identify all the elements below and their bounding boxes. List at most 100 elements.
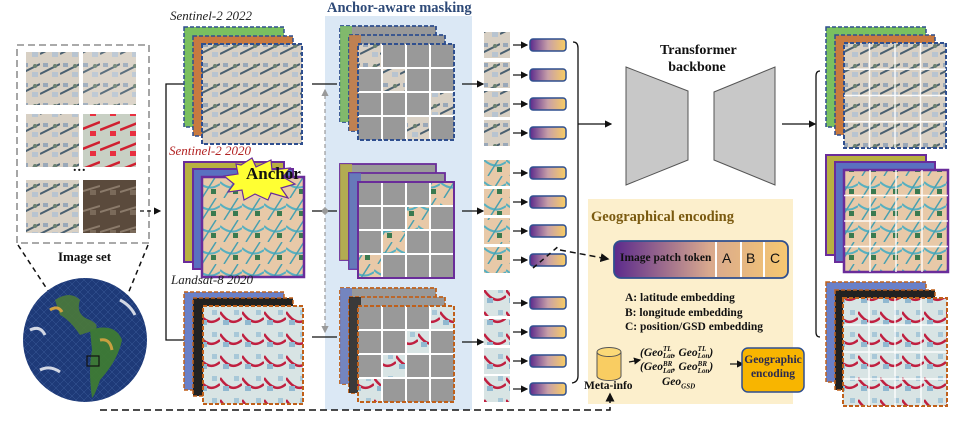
visible-patch [358, 44, 382, 68]
geographic-encoding-line2: encoding [750, 368, 796, 380]
geo-formula-line3: GeoGSD [662, 375, 696, 391]
thumb-1 [26, 52, 79, 105]
image-set-label: Image set [58, 249, 112, 264]
thumb-2 [83, 52, 136, 105]
patch-thumbnail [484, 120, 510, 146]
visible-patch [430, 182, 454, 206]
output-grid-lines [843, 43, 948, 406]
transformer-title-line2: backbone [668, 60, 726, 75]
token-bar [529, 253, 567, 267]
token-bar [529, 354, 567, 368]
globe-to-meta-link [100, 392, 615, 411]
image-patch-token-large [613, 240, 789, 279]
anchor-star [222, 157, 297, 201]
output-stack-landsat [825, 281, 948, 407]
visible-patch [382, 68, 406, 92]
patch-thumbnail [484, 160, 510, 186]
masked-stack-0 [339, 25, 455, 141]
visible-patch [382, 354, 406, 378]
visible-patch [358, 378, 382, 402]
thumb-3 [26, 114, 79, 167]
patch-token-label: Image patch token [620, 252, 712, 264]
patch-token-row [484, 348, 567, 374]
masked-stack-1 [339, 163, 455, 279]
patch-token-row [484, 247, 567, 273]
token-bar [529, 224, 567, 238]
landsat-2020-stack [183, 291, 304, 405]
geo-encoding-title: Geographical encoding [591, 209, 734, 225]
legend-b: B: longitude embedding [625, 306, 743, 319]
meta-info-label: Meta-info [584, 380, 633, 392]
visible-patch [382, 230, 406, 254]
output-bracket [815, 70, 821, 338]
visible-patch [430, 306, 454, 330]
transformer-encoder [625, 66, 689, 186]
patch-token-row [484, 319, 567, 345]
database-icon [596, 347, 622, 381]
geographic-encoding-line1: Geographic [744, 354, 802, 366]
token-bar [529, 126, 567, 140]
token-bar [529, 68, 567, 82]
patch-thumbnail [484, 319, 510, 345]
legend-a: A: latitude embedding [625, 292, 735, 304]
token-bar [529, 195, 567, 209]
anchor-label: Anchor [246, 164, 301, 183]
masked-stack-2 [339, 287, 455, 403]
thumb-5 [26, 180, 79, 233]
patch-thumbnail [484, 290, 510, 316]
image-set-thumbnails [26, 52, 136, 233]
patch-token-row [484, 91, 567, 117]
patch-token-row [484, 376, 567, 402]
patch-thumbnail [484, 247, 510, 273]
geographic-encoding-box [741, 347, 805, 393]
patch-thumbnail [484, 91, 510, 117]
patch-thumbnail [484, 218, 510, 244]
source-bracket [165, 83, 184, 341]
label-sentinel-2020: Sentinel-2 2020 [169, 143, 251, 158]
patch-token-row [484, 32, 567, 58]
masked-grids [339, 25, 455, 403]
label-landsat-2020: Landsat-8 2020 [171, 272, 253, 287]
image-set-ellipsis: ... [73, 160, 87, 175]
patch-tokens [484, 32, 567, 402]
patch-thumbnail [484, 376, 510, 402]
transformer-title: Transformer backbone [660, 42, 737, 76]
token-bar [529, 382, 567, 396]
embedding-legend: A: latitude embedding B: longitude embed… [625, 291, 763, 335]
masking-title: Anchor-aware masking [327, 0, 472, 16]
token-bar [529, 296, 567, 310]
visible-patch [406, 206, 430, 230]
thumb-4 [83, 114, 136, 167]
slot-b: B [746, 250, 756, 266]
patch-thumbnail [484, 62, 510, 88]
patch-thumbnail [484, 189, 510, 215]
output-stack-2020 [825, 154, 950, 274]
patch-token-row [484, 189, 567, 215]
patch-thumbnail [484, 348, 510, 374]
token-bar [529, 325, 567, 339]
token-zoom-link [559, 249, 610, 263]
label-sentinel-2022: Sentinel-2 2022 [170, 8, 252, 23]
transformer-title-line1: Transformer [660, 43, 737, 58]
patch-token-row [484, 120, 567, 146]
patch-token-row [484, 218, 567, 244]
arrow-db-to-formula [628, 357, 642, 365]
visible-patch [406, 116, 430, 140]
sentinel-2022-stack [183, 26, 303, 145]
slot-c: C [770, 250, 781, 266]
token-selection-slash [532, 244, 561, 269]
visible-patch [430, 92, 454, 116]
patch-token-row [484, 290, 567, 316]
patch-token-row [484, 160, 567, 186]
globe-earth [23, 278, 147, 402]
token-bar [529, 38, 567, 52]
legend-c: C: position/GSD embedding [625, 321, 764, 333]
visible-patch [406, 330, 430, 354]
image-set-box [16, 44, 150, 244]
token-bar [529, 97, 567, 111]
patch-thumbnail [484, 32, 510, 58]
